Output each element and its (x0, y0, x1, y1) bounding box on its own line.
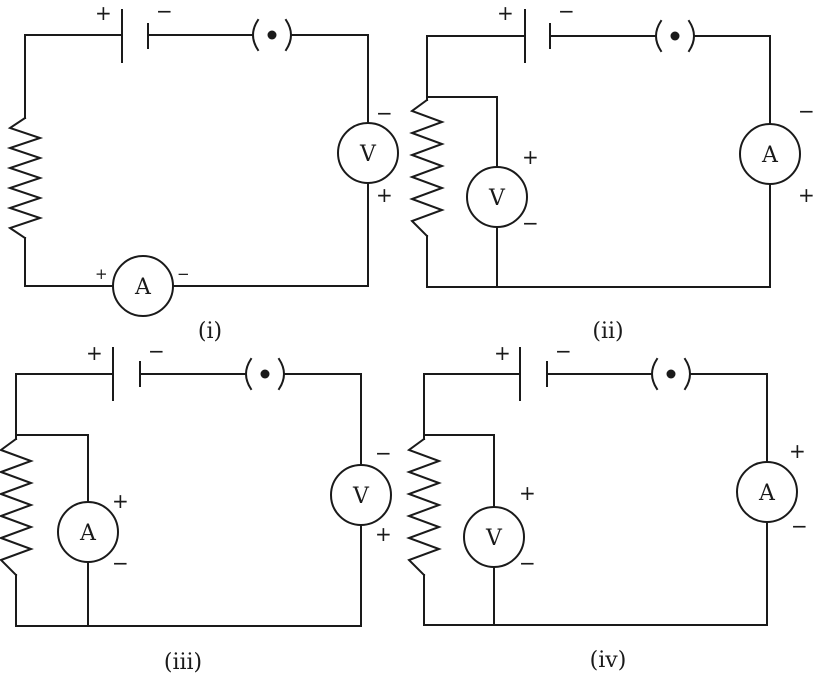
bulb-icon (252, 18, 292, 52)
battery-icon: + − (494, 339, 572, 401)
circuit-iv: + − V + − A + − (iv) (406, 339, 808, 673)
battery-plus-sign: + (497, 1, 514, 25)
ammeter: A + − (57, 489, 129, 575)
circuit-i-wires (24, 34, 369, 287)
ammeter-plus-sign: + (789, 439, 806, 463)
ammeter-plus-sign: + (798, 183, 815, 207)
circuit-i: + − V − + A + − (i) (6, 0, 399, 344)
ammeter: A − + (739, 99, 815, 207)
battery-plus-sign: + (95, 1, 112, 25)
bulb-icon (655, 19, 695, 53)
ammeter-label: A (758, 481, 776, 506)
voltmeter-minus-sign: − (375, 441, 392, 465)
circuit-ii: + − V + − A − + (ii) (409, 0, 815, 344)
voltmeter-plus-sign: + (519, 481, 536, 505)
bulb-icon (651, 357, 691, 391)
circuit-caption: (ii) (592, 319, 623, 344)
circuit-iii-wires (15, 373, 362, 627)
voltmeter-label: V (488, 186, 506, 211)
circuit-iv-wires (423, 373, 768, 626)
circuit-caption: (i) (198, 319, 222, 344)
battery-minus-sign: − (148, 339, 165, 363)
ammeter-label: A (134, 275, 152, 300)
resistor-icon (409, 98, 445, 238)
voltmeter-label: V (359, 142, 377, 167)
voltmeter: V − + (337, 101, 399, 207)
battery-icon: + − (497, 0, 575, 63)
circuit-iii: + − A + − V − + (iii) (0, 339, 392, 673)
ammeter: A + − (95, 255, 190, 317)
voltmeter-minus-sign: − (376, 101, 393, 125)
battery-icon: + − (95, 0, 173, 63)
resistor-icon (0, 437, 34, 577)
battery-plus-sign: + (86, 341, 103, 365)
voltmeter-plus-sign: + (522, 145, 539, 169)
voltmeter: V − + (330, 441, 392, 546)
voltmeter-minus-sign: − (522, 211, 539, 235)
bulb-icon (245, 357, 285, 391)
ammeter-plus-sign: + (95, 265, 108, 283)
ammeter-minus-sign: − (112, 551, 129, 575)
battery-plus-sign: + (494, 341, 511, 365)
ammeter-plus-sign: + (112, 489, 129, 513)
ammeter: A + − (736, 439, 808, 538)
voltmeter-label: V (352, 484, 370, 509)
ammeter-minus-sign: − (798, 99, 815, 123)
circuit-caption: (iv) (590, 648, 627, 673)
voltmeter-label: V (485, 526, 503, 551)
voltmeter-plus-sign: + (375, 522, 392, 546)
voltmeter: V + − (466, 145, 539, 235)
ammeter-label: A (761, 143, 779, 168)
battery-minus-sign: − (558, 0, 575, 23)
circuit-caption: (iii) (164, 650, 202, 673)
ammeter-minus-sign: − (177, 265, 190, 283)
ammeter-minus-sign: − (791, 514, 808, 538)
ammeter-label: A (79, 521, 97, 546)
resistor-icon (406, 437, 442, 577)
resistor-icon (6, 116, 44, 240)
battery-minus-sign: − (156, 0, 173, 23)
battery-minus-sign: − (555, 339, 572, 363)
voltmeter-minus-sign: − (519, 551, 536, 575)
battery-icon: + − (86, 339, 165, 401)
circuit-ii-wires (426, 35, 771, 288)
voltmeter-plus-sign: + (376, 183, 393, 207)
voltmeter: V + − (463, 481, 536, 575)
